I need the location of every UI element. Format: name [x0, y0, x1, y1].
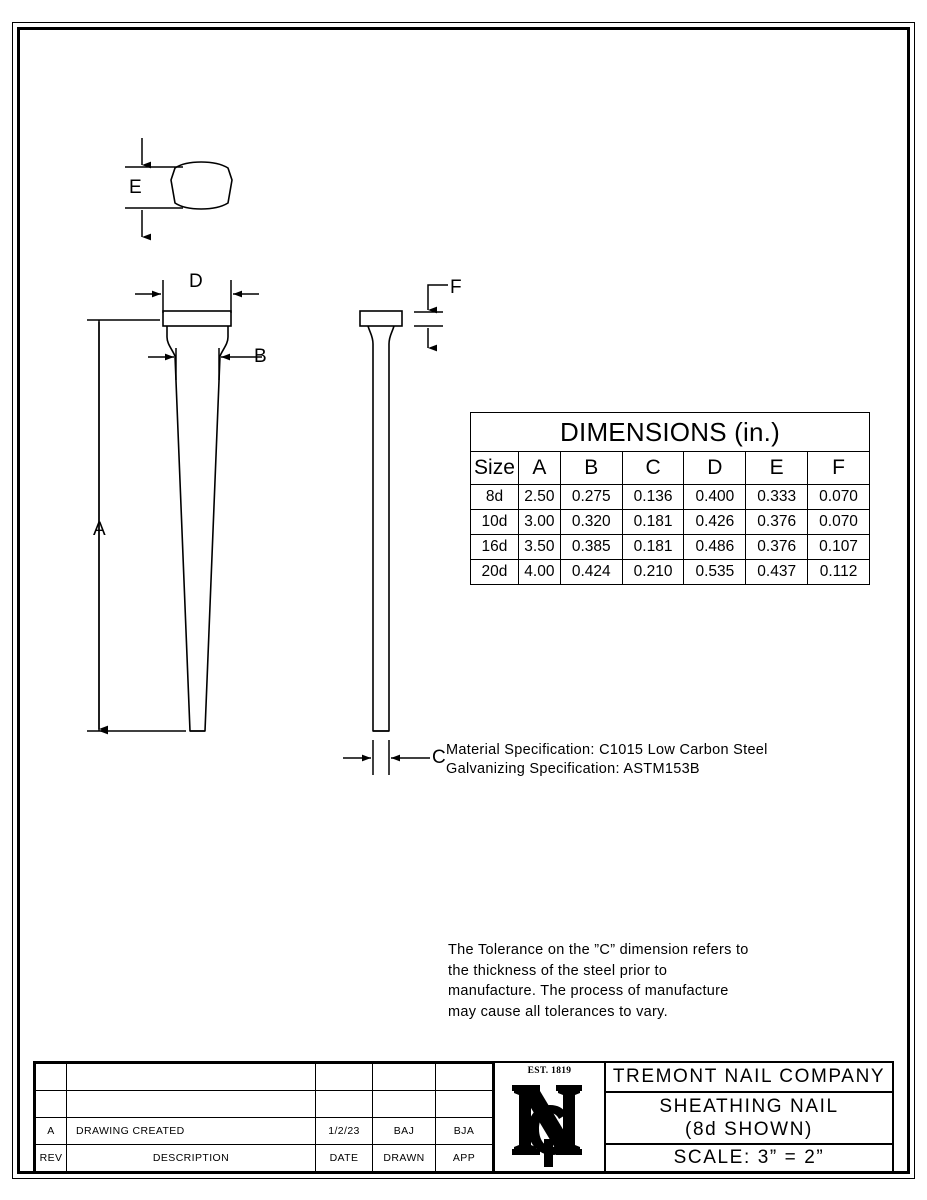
revision-cell-app	[435, 1090, 493, 1118]
cell-e: 0.376	[745, 534, 809, 560]
revision-cell-description	[66, 1090, 316, 1118]
logo-monogram-nc-icon	[511, 1084, 582, 1167]
cell-c: 0.210	[621, 559, 685, 585]
revision-cell-drawn	[372, 1063, 436, 1091]
dimensions-table: DIMENSIONS (in.) Size A B C D E F 8d 2.5…	[470, 412, 870, 585]
revision-cell-description: DRAWING CREATED	[66, 1117, 316, 1145]
cell-a: 3.00	[517, 509, 561, 535]
table-row: 8d 2.50 0.275 0.136 0.400 0.333 0.070	[470, 484, 870, 510]
dimensions-table-title-row: DIMENSIONS (in.)	[470, 412, 870, 452]
revision-row: A DRAWING CREATED 1/2/23 BAJ BJA	[35, 1117, 493, 1145]
part-variant: (8d SHOWN)	[685, 1118, 813, 1140]
title-block: A DRAWING CREATED 1/2/23 BAJ BJA REV DES…	[33, 1061, 894, 1174]
cell-c: 0.181	[621, 534, 685, 560]
revision-row	[35, 1090, 493, 1118]
revision-header-app: APP	[435, 1144, 493, 1172]
title-block-right-panel: TREMONT NAIL COMPANY SHEATHING NAIL (8d …	[606, 1063, 892, 1172]
cell-size: 20d	[470, 559, 519, 585]
tolerance-note: The Tolerance on the ”C” dimension refer…	[448, 942, 749, 1020]
cell-a: 3.50	[517, 534, 561, 560]
company-name: TREMONT NAIL COMPANY	[606, 1063, 892, 1094]
cell-d: 0.486	[683, 534, 747, 560]
cell-e: 0.437	[745, 559, 809, 585]
revision-cell-rev	[35, 1090, 67, 1118]
cell-d: 0.400	[683, 484, 747, 510]
table-row: 10d 3.00 0.320 0.181 0.426 0.376 0.070	[470, 509, 870, 535]
dimension-label-f: F	[450, 277, 463, 298]
revision-header-rev: REV	[35, 1144, 67, 1172]
revision-cell-drawn	[372, 1090, 436, 1118]
cell-e: 0.376	[745, 509, 809, 535]
dimension-label-e: E	[129, 177, 143, 198]
revision-header-row: REV DESCRIPTION DATE DRAWN APP	[35, 1144, 493, 1172]
dimension-label-a: A	[93, 519, 107, 540]
revision-header-drawn: DRAWN	[372, 1144, 436, 1172]
column-header-c: C	[621, 451, 685, 485]
cell-b: 0.320	[559, 509, 623, 535]
revision-cell-date: 1/2/23	[315, 1117, 373, 1145]
material-specification-note: Material Specification: C1015 Low Carbon…	[446, 742, 768, 777]
cell-d: 0.426	[683, 509, 747, 535]
dimension-label-c: C	[432, 747, 447, 768]
column-header-a: A	[517, 451, 561, 485]
cell-size: 10d	[470, 509, 519, 535]
revision-cell-drawn: BAJ	[372, 1117, 436, 1145]
cell-b: 0.424	[559, 559, 623, 585]
table-row: 16d 3.50 0.385 0.181 0.486 0.376 0.107	[470, 534, 870, 560]
cell-f: 0.112	[807, 559, 870, 585]
cell-f: 0.070	[807, 484, 870, 510]
cell-f: 0.070	[807, 509, 870, 535]
cell-e: 0.333	[745, 484, 809, 510]
revision-header-description: DESCRIPTION	[66, 1144, 316, 1172]
part-name: SHEATHING NAIL	[659, 1095, 839, 1117]
cell-size: 16d	[470, 534, 519, 560]
dimension-label-b: B	[254, 346, 268, 367]
cell-a: 4.00	[517, 559, 561, 585]
part-title: SHEATHING NAIL (8d SHOWN)	[606, 1093, 892, 1145]
revision-cell-description	[66, 1063, 316, 1091]
column-header-d: D	[683, 451, 747, 485]
dimensions-table-title: DIMENSIONS (in.)	[470, 412, 870, 452]
cell-d: 0.535	[683, 559, 747, 585]
column-header-e: E	[745, 451, 809, 485]
revision-header-date: DATE	[315, 1144, 373, 1172]
revision-cell-rev: A	[35, 1117, 67, 1145]
dimensions-table-header-row: Size A B C D E F	[470, 451, 870, 485]
logo-established-text: EST. 1819	[527, 1066, 572, 1076]
revision-cell-app: BJA	[435, 1117, 493, 1145]
revision-cell-date	[315, 1063, 373, 1091]
table-row: 20d 4.00 0.424 0.210 0.535 0.437 0.112	[470, 559, 870, 585]
cell-b: 0.275	[559, 484, 623, 510]
cell-b: 0.385	[559, 534, 623, 560]
sheet-border-outer	[12, 22, 915, 1179]
cell-c: 0.181	[621, 509, 685, 535]
cell-f: 0.107	[807, 534, 870, 560]
revision-cell-rev	[35, 1063, 67, 1091]
column-header-b: B	[559, 451, 623, 485]
revision-cell-date	[315, 1090, 373, 1118]
drawing-scale: SCALE: 3” = 2”	[673, 1147, 825, 1169]
dimension-label-d: D	[189, 271, 204, 292]
cell-size: 8d	[470, 484, 519, 510]
revision-table: A DRAWING CREATED 1/2/23 BAJ BJA REV DES…	[35, 1063, 493, 1172]
revision-cell-app	[435, 1063, 493, 1091]
revision-row	[35, 1063, 493, 1091]
cell-c: 0.136	[621, 484, 685, 510]
cell-a: 2.50	[517, 484, 561, 510]
company-logo: EST. 1819	[493, 1063, 606, 1172]
column-header-size: Size	[470, 451, 519, 485]
column-header-f: F	[807, 451, 870, 485]
